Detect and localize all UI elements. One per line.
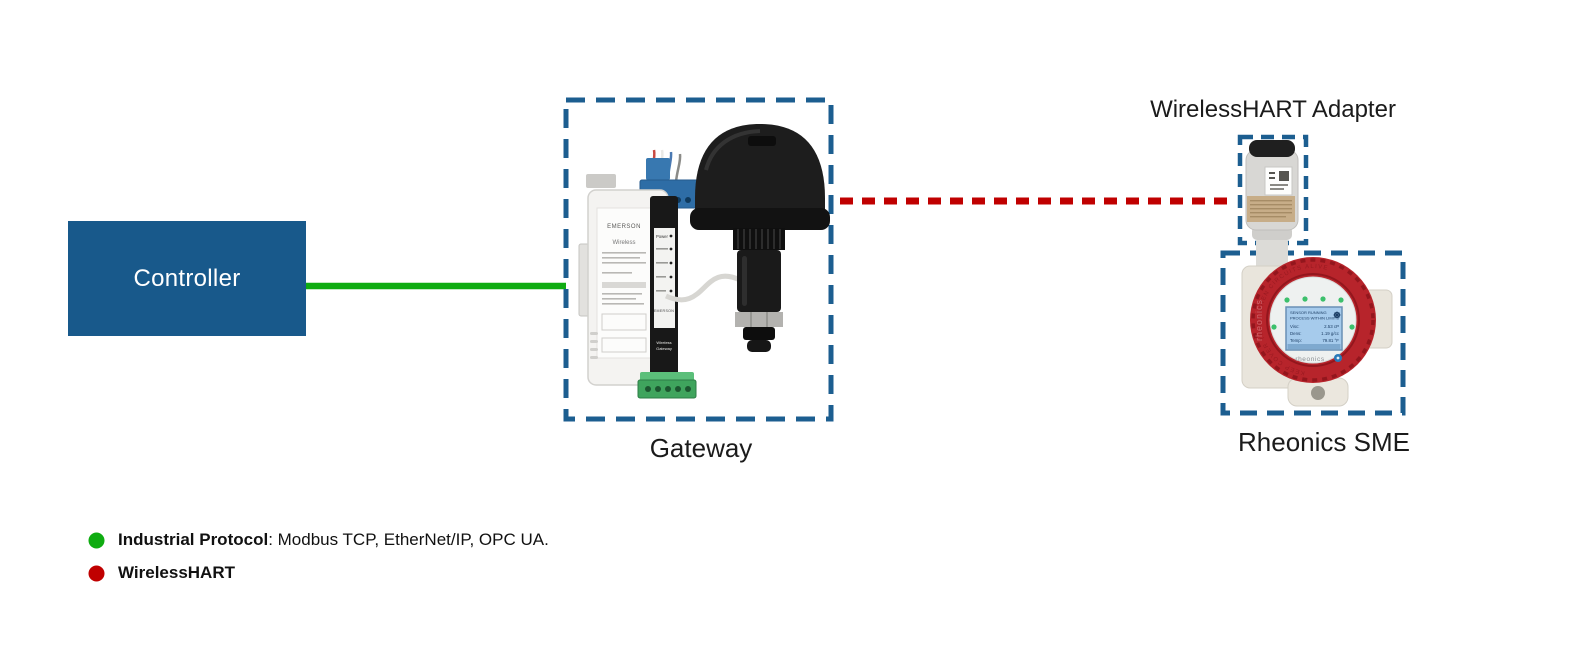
rheonics-sme-photo: KEEP COVER TIGHT WHEN CIRCUITS ALIVE rhe… <box>1241 257 1393 407</box>
antenna-hex-nut <box>735 312 783 327</box>
gateway-module-product: Wireless <box>612 240 635 246</box>
gateway-led-label <box>654 228 675 328</box>
legend-text: WirelessHART <box>118 563 235 583</box>
sme-lcd-status2: PROCESS WITHIN LIMITS <box>1290 316 1339 321</box>
sme-bracket-hole <box>1311 386 1325 400</box>
svg-text:Temp:: Temp: <box>1290 338 1302 343</box>
gateway-power-label: Power <box>656 234 668 239</box>
legend-text: Industrial Protocol: Modbus TCP, EtherNe… <box>118 530 549 550</box>
adapter-label: WirelessHART Adapter <box>1150 96 1396 123</box>
sme-lcd-readings: Visc: 2.53 cP Dens: 1.19 g/cc Temp: 79.8… <box>1290 324 1340 343</box>
adapter-qr-code <box>1269 171 1289 190</box>
sme-dashed-box <box>1220 250 1406 416</box>
red-dot-icon <box>88 565 105 581</box>
adapter-top-cap <box>1249 140 1295 157</box>
antenna-body <box>737 250 781 312</box>
svg-text:Visc:: Visc: <box>1290 324 1299 329</box>
legend-term: WirelessHART <box>118 563 235 582</box>
legend-term: Industrial Protocol <box>118 530 269 549</box>
settings-gear-icon <box>1333 311 1341 319</box>
gateway-module-brand: EMERSON <box>607 224 641 230</box>
sme-label: Rheonics SME <box>1238 427 1410 457</box>
svg-text:1.19 g/cc: 1.19 g/cc <box>1321 331 1340 336</box>
gateway-label: Gateway <box>649 433 753 463</box>
controller-label: Controller <box>133 264 241 292</box>
sme-ring-ridges <box>1251 258 1375 382</box>
gateway-terminal-upper <box>646 158 670 180</box>
adapter-neck <box>1256 238 1288 270</box>
svg-text:Dens:: Dens: <box>1290 331 1301 336</box>
adapter-gold-band-lines <box>1250 200 1292 218</box>
gateway-panel-model: Wireless Gateway <box>656 340 672 351</box>
gateway-antenna-cable <box>664 273 742 303</box>
antenna-collar <box>733 228 785 250</box>
legend-item-industrial-protocol: Industrial Protocol: Modbus TCP, EtherNe… <box>88 530 549 550</box>
sme-brand: rheonics <box>1295 356 1325 363</box>
gateway-dashed-box <box>563 97 834 422</box>
legend-desc: : Modbus TCP, EtherNet/IP, OPC UA. <box>268 530 549 549</box>
controller-node: Controller <box>68 221 306 336</box>
gateway-led-rows <box>656 234 673 293</box>
antenna-gland-tip <box>747 340 771 352</box>
sme-ring-brand: rheonics <box>1254 299 1264 341</box>
legend-item-wirelesshart: WirelessHART <box>88 563 549 583</box>
gateway-top-bracket <box>586 174 616 188</box>
sme-status-leds <box>1271 296 1355 330</box>
gateway-vents <box>590 332 598 359</box>
sme-lcd-statusbar <box>1287 344 1341 349</box>
antenna-dome <box>695 124 825 222</box>
svg-text:Wireless: Wireless <box>656 340 671 345</box>
green-dot-icon <box>88 532 105 548</box>
svg-text:79.81 °F: 79.81 °F <box>1322 338 1339 343</box>
antenna-gland <box>743 327 775 340</box>
sme-lcd-status1: SENSOR RUNNING <box>1290 310 1327 315</box>
gateway-label-fineprint <box>601 252 647 353</box>
adapter-dashed-box <box>1237 134 1309 246</box>
legend: Industrial Protocol: Modbus TCP, EtherNe… <box>88 530 549 583</box>
svg-text:2.53 cP: 2.53 cP <box>1324 324 1339 329</box>
svg-text:Gateway: Gateway <box>656 346 672 351</box>
gateway-device-photo: EMERSON Wireless <box>578 124 830 399</box>
gateway-bottom-screws <box>645 386 691 392</box>
gateway-antenna <box>690 124 830 352</box>
sme-lcd <box>1285 306 1343 351</box>
gateway-panel-brand: EMERSON <box>654 309 674 313</box>
sme-ring-inner-edge <box>1266 273 1360 367</box>
antenna-base-band <box>690 208 830 230</box>
wirelesshart-adapter-photo <box>1245 140 1299 270</box>
